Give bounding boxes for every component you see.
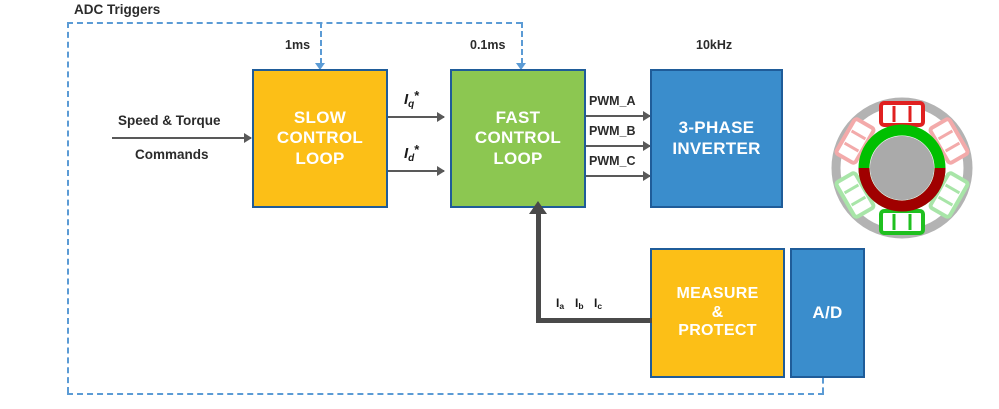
signal-pwm-c-label: PWM_C xyxy=(589,154,636,168)
adc-trigger-drop-slow-arrowhead xyxy=(315,63,325,70)
signal-ia-label: Ia xyxy=(556,296,564,311)
rate-label-inverter: 10kHz xyxy=(696,38,733,52)
block-measure-and-protect[interactable]: MEASURE & PROTECT xyxy=(650,248,785,378)
signal-id-base: I xyxy=(404,145,409,163)
feedback-path-vertical xyxy=(536,212,541,320)
arrow-iq xyxy=(388,116,444,118)
signal-ib-sub: b xyxy=(578,301,584,312)
signal-ia-base: I xyxy=(556,296,560,310)
arrow-pwm-b xyxy=(586,145,650,147)
block-fast-control-loop[interactable]: FAST CONTROL LOOP xyxy=(450,69,586,208)
motor-shaft xyxy=(870,136,934,200)
adc-trigger-path-top xyxy=(67,22,522,24)
fast-loop-line-2: CONTROL xyxy=(474,128,562,148)
measure-line-2: & xyxy=(711,303,724,321)
arrow-pwm-a xyxy=(586,115,650,117)
signal-id-star-glyph: * xyxy=(414,142,420,157)
signal-iq-star: Iq* xyxy=(404,88,419,110)
signal-ib-label: Ib xyxy=(575,296,584,311)
signal-ic-label: Ic xyxy=(594,296,602,311)
input-label-line1: Speed & Torque xyxy=(118,113,221,128)
measure-line-3: PROTECT xyxy=(678,322,757,340)
adc-trigger-drop-slow xyxy=(320,22,322,64)
signal-ia-sub: a xyxy=(559,301,565,312)
arrow-id xyxy=(388,170,444,172)
block-slow-control-loop[interactable]: SLOW CONTROL LOOP xyxy=(252,69,388,208)
motor-cross-section-icon xyxy=(831,97,973,239)
adc-trigger-path-left xyxy=(67,22,69,393)
signal-ib-base: I xyxy=(575,296,579,310)
block-three-phase-inverter[interactable]: 3-PHASE INVERTER xyxy=(650,69,783,208)
input-arrow xyxy=(112,137,251,139)
feedback-path-horizontal xyxy=(536,318,652,323)
signal-pwm-a-label: PWM_A xyxy=(589,94,636,108)
adc-trigger-drop-fast xyxy=(521,22,523,64)
feedback-path-arrowhead xyxy=(529,201,547,214)
rate-label-fast: 0.1ms xyxy=(470,38,506,52)
slow-loop-line-3: LOOP xyxy=(295,148,345,168)
rate-label-slow: 1ms xyxy=(285,38,311,52)
adc-trigger-path-ad-riser xyxy=(822,378,824,393)
fast-loop-line-3: LOOP xyxy=(493,148,543,168)
adc-trigger-drop-fast-arrowhead xyxy=(516,63,526,70)
signal-id-star: Id* xyxy=(404,142,419,164)
adc-triggers-label: ADC Triggers xyxy=(74,2,161,17)
input-label-line2: Commands xyxy=(135,147,209,162)
inverter-line-2: INVERTER xyxy=(672,138,761,158)
adc-trigger-path-bottom xyxy=(67,393,824,395)
fast-loop-line-1: FAST xyxy=(495,108,541,128)
inverter-line-1: 3-PHASE xyxy=(678,118,755,138)
motor-rotor-south xyxy=(858,167,946,212)
ad-label: A/D xyxy=(812,302,843,322)
signal-iq-base: I xyxy=(404,91,409,109)
slow-loop-line-1: SLOW xyxy=(293,108,347,128)
signal-iq-sub: q xyxy=(408,98,415,110)
slow-loop-line-2: CONTROL xyxy=(276,128,364,148)
signal-ic-sub: c xyxy=(597,301,603,312)
measure-line-1: MEASURE xyxy=(676,284,759,302)
block-analog-to-digital[interactable]: A/D xyxy=(790,248,865,378)
arrow-pwm-c xyxy=(586,175,650,177)
signal-iq-star-glyph: * xyxy=(414,88,420,103)
signal-ic-base: I xyxy=(594,296,598,310)
signal-pwm-b-label: PWM_B xyxy=(589,124,636,138)
signal-id-sub: d xyxy=(408,152,415,164)
